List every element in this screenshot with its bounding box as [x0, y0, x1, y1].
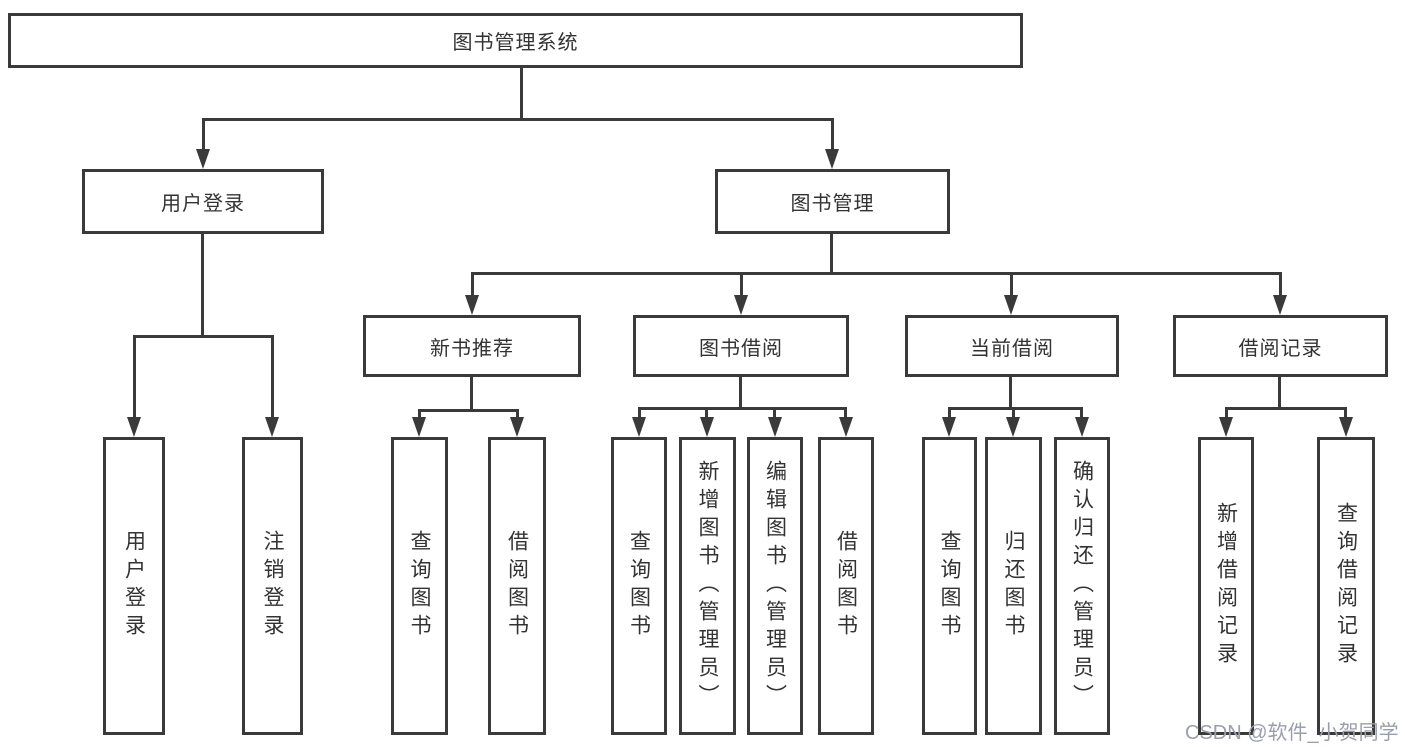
connector-line	[520, 68, 523, 121]
node-label: 注销登录	[261, 530, 284, 642]
node-label: 查询图书	[938, 530, 961, 642]
node-label: 新书推荐	[430, 337, 514, 360]
node-label: 编辑图书（管理员）	[763, 460, 787, 712]
connector-line	[201, 234, 204, 338]
arrow-down-icon	[196, 149, 210, 169]
node-label: 图书借阅	[699, 337, 783, 360]
connector-line	[831, 118, 834, 152]
connector-line	[638, 407, 641, 419]
arrow-down-icon	[825, 149, 839, 169]
connector-line	[202, 118, 834, 121]
connector-line	[705, 407, 708, 419]
arrow-down-icon	[700, 417, 714, 437]
node-borrow-records: 借阅记录	[1173, 315, 1388, 377]
node-borrow-query-books: 查询图书	[611, 437, 667, 735]
node-label: 当前借阅	[970, 337, 1054, 360]
connector-line	[1225, 407, 1228, 419]
node-book-management: 图书管理	[715, 169, 950, 234]
connector-line	[844, 407, 847, 419]
arrow-down-icon	[510, 417, 524, 437]
node-label: 确认归还（管理员）	[1070, 460, 1094, 712]
connector-line	[948, 407, 1083, 410]
arrow-down-icon	[1273, 295, 1287, 315]
node-label: 归还图书	[1002, 530, 1025, 642]
connector-line	[1012, 407, 1015, 419]
node-login-user: 用户登录	[103, 437, 165, 735]
node-confirm-return-admin: 确认归还（管理员）	[1054, 437, 1110, 735]
node-borrow-borrow-books: 借阅图书	[818, 437, 874, 735]
node-return-book: 归还图书	[985, 437, 1042, 735]
node-root: 图书管理系统	[8, 13, 1023, 68]
connector-line	[1009, 377, 1012, 410]
node-newbook-query-books: 查询图书	[391, 437, 448, 735]
node-book-borrow: 图书借阅	[633, 315, 849, 377]
connector-line	[271, 335, 274, 419]
node-query-borrow-record: 查询借阅记录	[1317, 437, 1375, 735]
connector-line	[1278, 377, 1281, 410]
node-new-book-recommend: 新书推荐	[363, 315, 581, 377]
connector-line	[1279, 272, 1282, 297]
arrow-down-icon	[942, 417, 956, 437]
connector-line	[471, 272, 474, 297]
connector-line	[516, 409, 519, 419]
node-label: 新增借阅记录	[1214, 502, 1238, 670]
connector-line	[202, 118, 205, 152]
arrow-down-icon	[1339, 417, 1353, 437]
connector-line	[1225, 407, 1347, 410]
connector-line	[133, 335, 274, 338]
node-label: 查询借阅记录	[1334, 502, 1358, 670]
connector-line	[133, 335, 136, 419]
connector-line	[1010, 272, 1013, 297]
connector-line	[638, 407, 847, 410]
node-current-borrow: 当前借阅	[905, 315, 1119, 377]
connector-line	[948, 407, 951, 419]
connector-line	[740, 272, 743, 297]
node-login-logout: 注销登录	[242, 437, 303, 735]
node-label: 借阅图书	[834, 530, 858, 642]
arrow-down-icon	[734, 295, 748, 315]
arrow-down-icon	[1075, 417, 1089, 437]
connector-line	[739, 377, 742, 410]
connector-line	[773, 407, 776, 419]
node-label: 借阅记录	[1238, 337, 1323, 360]
node-add-book-admin: 新增图书（管理员）	[679, 437, 736, 735]
node-label: 图书管理	[790, 193, 875, 215]
arrow-down-icon	[1006, 417, 1020, 437]
node-edit-book-admin: 编辑图书（管理员）	[747, 437, 803, 735]
csdn-watermark: CSDN @软件_小贺同学	[1185, 722, 1399, 744]
node-newbook-borrow-books: 借阅图书	[488, 437, 546, 735]
arrow-down-icon	[127, 417, 141, 437]
node-label: 查询图书	[627, 530, 651, 642]
connector-line	[471, 272, 1282, 275]
connector-line	[830, 234, 833, 275]
arrow-down-icon	[768, 417, 782, 437]
node-label: 用户登录	[122, 530, 146, 642]
node-current-query-books: 查询图书	[922, 437, 977, 735]
arrow-down-icon	[1004, 295, 1018, 315]
connector-line	[1344, 407, 1347, 419]
connector-line	[418, 409, 421, 419]
arrow-down-icon	[1219, 417, 1233, 437]
arrow-down-icon	[632, 417, 646, 437]
connector-line	[418, 409, 519, 412]
node-user-login: 用户登录	[82, 169, 324, 234]
node-label: 新增图书（管理员）	[696, 460, 719, 712]
node-label: 图书管理系统	[452, 32, 579, 54]
connector-line	[470, 377, 473, 412]
node-label: 查询图书	[408, 530, 431, 642]
arrow-down-icon	[265, 417, 279, 437]
connector-line	[1080, 407, 1083, 419]
node-label: 借阅图书	[505, 530, 529, 642]
arrow-down-icon	[412, 417, 426, 437]
arrow-down-icon	[839, 417, 853, 437]
arrow-down-icon	[465, 295, 479, 315]
node-add-borrow-record: 新增借阅记录	[1198, 437, 1254, 735]
node-label: 用户登录	[161, 193, 245, 215]
